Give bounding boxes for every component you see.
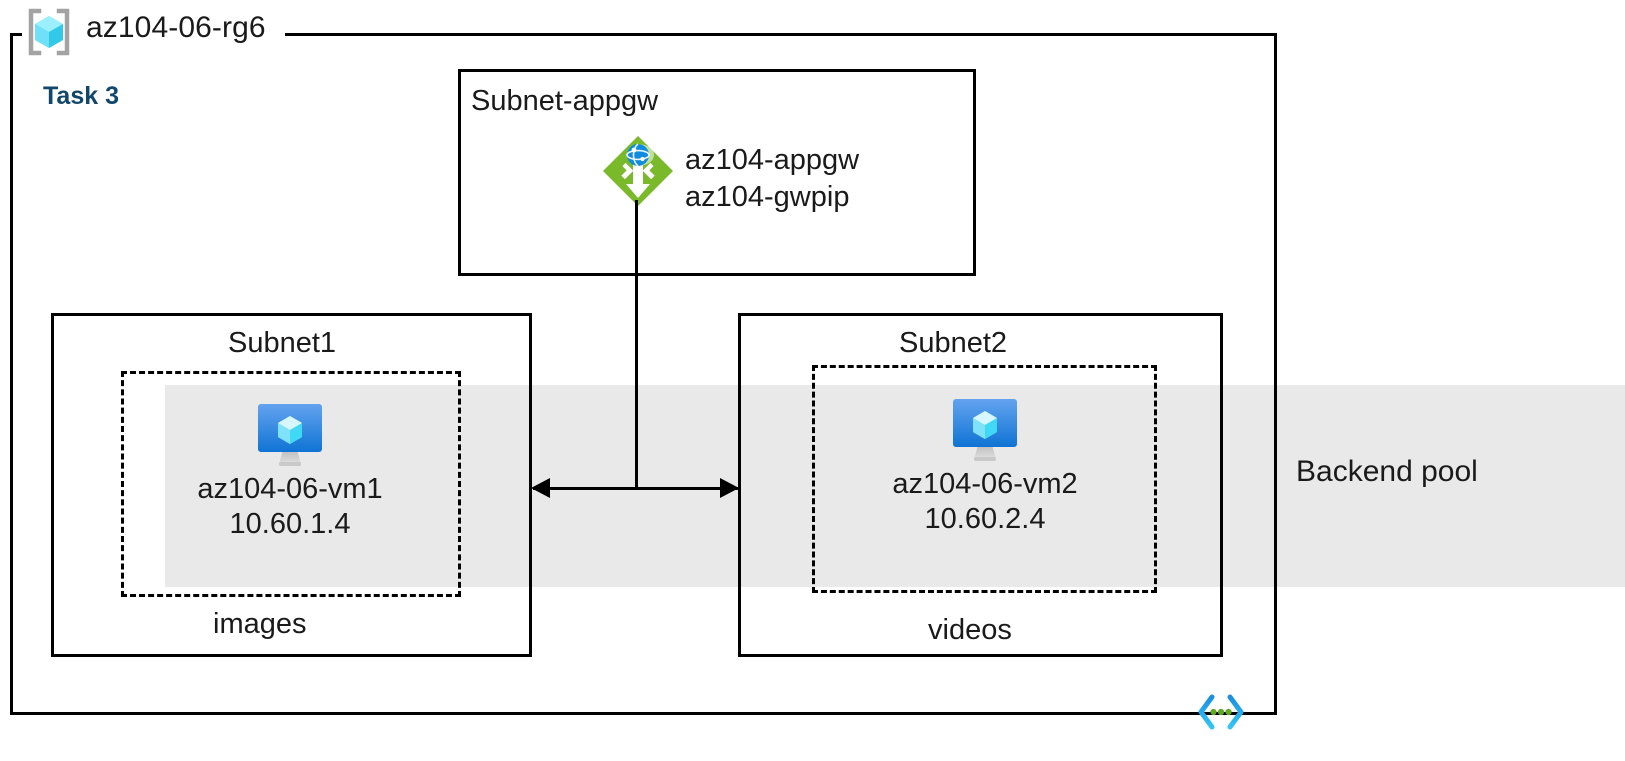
resource-group-border-top-right: [285, 33, 1277, 36]
vm2-ip: 10.60.2.4: [924, 503, 1046, 536]
subnet1-title: Subnet1: [228, 327, 337, 359]
resource-group-name: az104-06-rg6: [86, 11, 266, 44]
appgw-resource-name: az104-appgw: [685, 144, 860, 176]
subnet2-box: [738, 313, 1223, 657]
connector-vertical: [635, 200, 638, 489]
backend-pool-label: Backend pool: [1296, 455, 1478, 488]
backend-pool-band: [165, 385, 1625, 587]
subnet1-tier-label: images: [213, 608, 307, 640]
subnet2-tier-label: videos: [928, 614, 1012, 646]
subnet1-box: [51, 313, 532, 657]
vm1-block: az104-06-vm1 10.60.1.4: [165, 400, 415, 543]
resource-group-border-top-left: [10, 33, 22, 36]
virtual-machine-icon: [258, 404, 322, 466]
connector-arrowhead-right: [720, 478, 739, 498]
resource-group-border-bottom: [10, 712, 1277, 715]
connector-horizontal: [533, 487, 739, 490]
vm2-name: az104-06-vm2: [892, 468, 1078, 500]
virtual-machine-icon: [953, 399, 1017, 461]
code-brackets-icon: [1196, 692, 1246, 732]
vm1-name: az104-06-vm1: [197, 473, 383, 505]
resource-group-icon: [24, 7, 74, 57]
application-gateway-labels: az104-appgw az104-gwpip: [685, 142, 859, 215]
vm1-ip: 10.60.1.4: [229, 508, 351, 541]
subnet-appgw-box: [458, 69, 976, 276]
subnet-appgw-title: Subnet-appgw: [471, 85, 659, 117]
task-label: Task 3: [43, 82, 119, 110]
resource-group-border-left: [10, 33, 13, 715]
connector-arrowhead-left: [531, 478, 550, 498]
vm2-block: az104-06-vm2 10.60.2.4: [860, 395, 1110, 538]
subnet2-dashed-group: [812, 365, 1157, 593]
appgw-public-ip-name: az104-gwpip: [685, 180, 850, 213]
subnet1-dashed-group: [121, 371, 461, 597]
subnet2-title: Subnet2: [899, 327, 1008, 359]
application-gateway-icon: [601, 134, 675, 208]
resource-group-border-right: [1274, 33, 1277, 715]
